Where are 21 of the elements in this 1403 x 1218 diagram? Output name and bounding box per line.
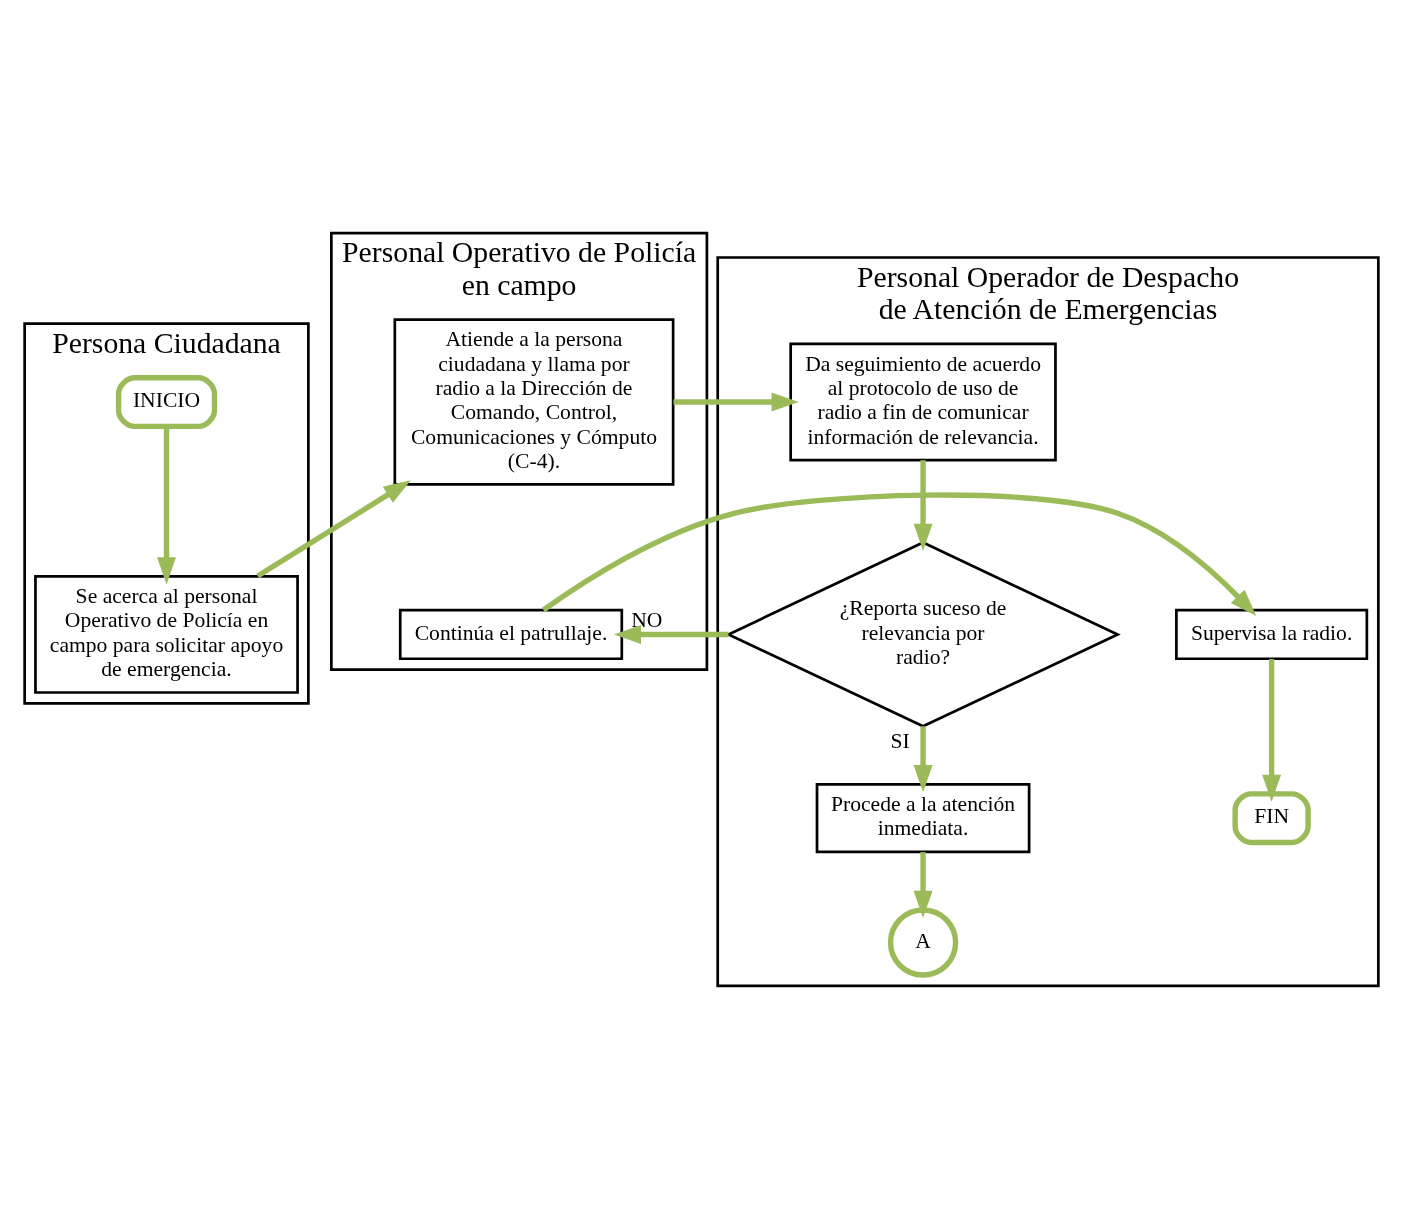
node-box: Procede a la atención inmediata. xyxy=(815,783,1031,854)
arrow xyxy=(913,460,933,551)
arrow xyxy=(613,624,729,644)
node-box: INICIO xyxy=(115,375,218,430)
node-circle: A xyxy=(887,907,959,978)
arrow xyxy=(913,726,933,793)
arrow xyxy=(673,392,799,412)
edge-label: NO xyxy=(631,608,663,633)
node-box: Continúa el patrullaje. xyxy=(398,608,624,661)
edge-label: SI xyxy=(890,729,910,754)
arrow xyxy=(157,426,176,585)
arrow xyxy=(541,492,1257,616)
node-box: Se acerca al personal Operativo de Policía en campo para solicitar apoyo de emergencia. xyxy=(34,575,299,694)
node-box: Da seguimiento de acuerdo al protocolo de uso de radio a fin de comunicar información de relevancia. xyxy=(789,342,1057,462)
node-box: Atiende a la persona ciudadana y llama por radio a la Dirección de Comando, Control, Comunicaciones y Cómputo (C-4). xyxy=(393,318,675,486)
arrow xyxy=(256,480,411,579)
arrow xyxy=(913,852,933,918)
arrow xyxy=(1262,659,1282,802)
node-box: Supervisa la radio. xyxy=(1175,608,1369,661)
node-diamond: ¿Reporta suceso de relevancia por radio? xyxy=(725,541,1121,728)
node-box: FIN xyxy=(1232,791,1311,846)
